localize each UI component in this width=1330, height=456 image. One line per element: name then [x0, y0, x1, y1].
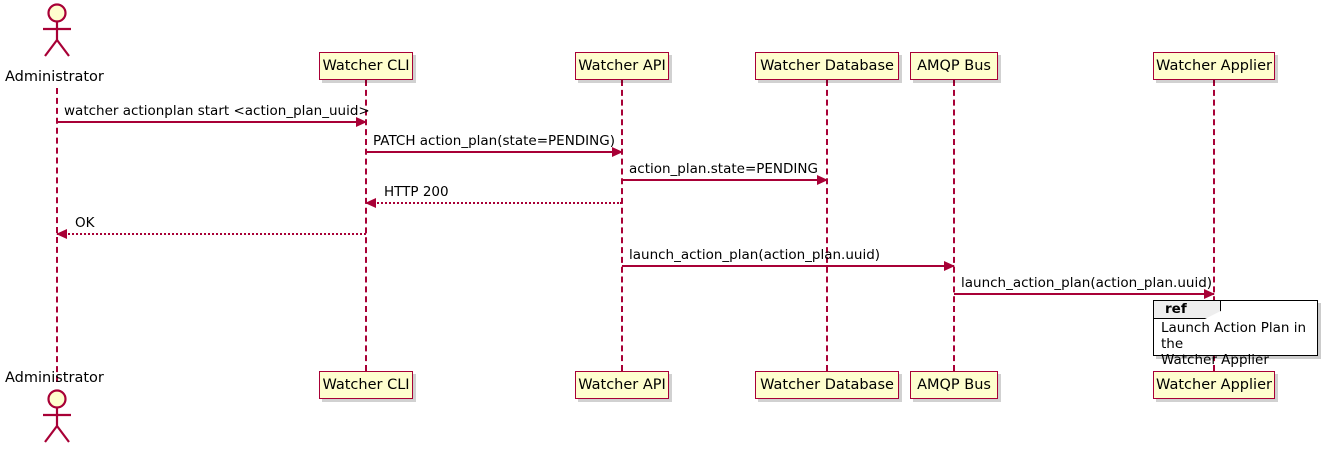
- message-label: PATCH action_plan(state=PENDING): [373, 132, 615, 149]
- arrowhead-right-icon: [1204, 288, 1215, 299]
- participant-label: Watcher Database: [760, 376, 894, 393]
- lifeline-watcher-applier: [1213, 80, 1215, 371]
- message-label: launch_action_plan(action_plan.uuid): [629, 246, 881, 263]
- participant-label: Watcher Database: [760, 57, 894, 74]
- arrowhead-left-icon: [365, 197, 376, 208]
- actor-label-administrator-bottom: Administrator: [5, 370, 104, 386]
- ref-fragment-operator-label: ref: [1165, 301, 1187, 317]
- participant-label: Watcher Applier: [1156, 376, 1272, 393]
- participant-watcher-cli-top[interactable]: Watcher CLI: [319, 52, 413, 80]
- message-label: OK: [75, 214, 95, 231]
- arrowhead-right-icon: [944, 260, 955, 271]
- actor-administrator-bottom: [34, 388, 80, 444]
- lifeline-amqp-bus: [953, 80, 955, 371]
- arrowhead-right-icon: [356, 116, 367, 127]
- lifeline-watcher-database: [826, 80, 828, 371]
- message-label: launch_action_plan(action_plan.uuid): [961, 274, 1213, 291]
- participant-watcher-applier-top[interactable]: Watcher Applier: [1153, 52, 1275, 80]
- ref-fragment-body: Launch Action Plan in the Watcher Applie…: [1161, 320, 1312, 368]
- message-line: [57, 121, 366, 123]
- participant-watcher-api-top[interactable]: Watcher API: [575, 52, 669, 80]
- message-line: [366, 202, 622, 204]
- participant-label: AMQP Bus: [917, 57, 991, 74]
- participant-label: Watcher API: [578, 376, 666, 393]
- actor-administrator-top: [34, 2, 80, 58]
- arrowhead-right-icon: [817, 174, 828, 185]
- ref-fragment-line-1: Launch Action Plan in the: [1161, 320, 1307, 352]
- message-label: action_plan.state=PENDING: [629, 160, 818, 177]
- actor-label-administrator-top: Administrator: [5, 69, 104, 85]
- participant-label: Watcher CLI: [322, 57, 410, 74]
- participant-watcher-api-bottom[interactable]: Watcher API: [575, 371, 669, 399]
- participant-amqp-bus-top[interactable]: AMQP Bus: [910, 52, 998, 80]
- participant-label: Watcher CLI: [322, 376, 410, 393]
- participant-amqp-bus-bottom[interactable]: AMQP Bus: [910, 371, 998, 399]
- lifeline-watcher-cli: [365, 80, 367, 371]
- lifeline-watcher-api: [621, 80, 623, 371]
- message-label: watcher actionplan start <action_plan_uu…: [64, 102, 370, 119]
- message-line: [622, 179, 827, 181]
- participant-label: Watcher Applier: [1156, 57, 1272, 74]
- message-line: [57, 233, 366, 235]
- participant-label: Watcher API: [578, 57, 666, 74]
- ref-fragment-launch-action-plan: ref Launch Action Plan in the Watcher Ap…: [1153, 300, 1318, 368]
- participant-label: AMQP Bus: [917, 376, 991, 393]
- arrowhead-right-icon: [612, 146, 623, 157]
- message-line: [954, 293, 1214, 295]
- message-line: [366, 151, 622, 153]
- arrowhead-left-icon: [56, 228, 67, 239]
- participant-watcher-cli-bottom[interactable]: Watcher CLI: [319, 371, 413, 399]
- ref-fragment-line-2: Watcher Applier: [1161, 352, 1269, 368]
- ref-fragment-operator-tab: ref: [1154, 301, 1221, 319]
- message-line: [622, 265, 954, 267]
- participant-watcher-database-bottom[interactable]: Watcher Database: [755, 371, 899, 399]
- participant-watcher-database-top[interactable]: Watcher Database: [755, 52, 899, 80]
- message-label: HTTP 200: [384, 183, 449, 200]
- participant-watcher-applier-bottom[interactable]: Watcher Applier: [1153, 371, 1275, 399]
